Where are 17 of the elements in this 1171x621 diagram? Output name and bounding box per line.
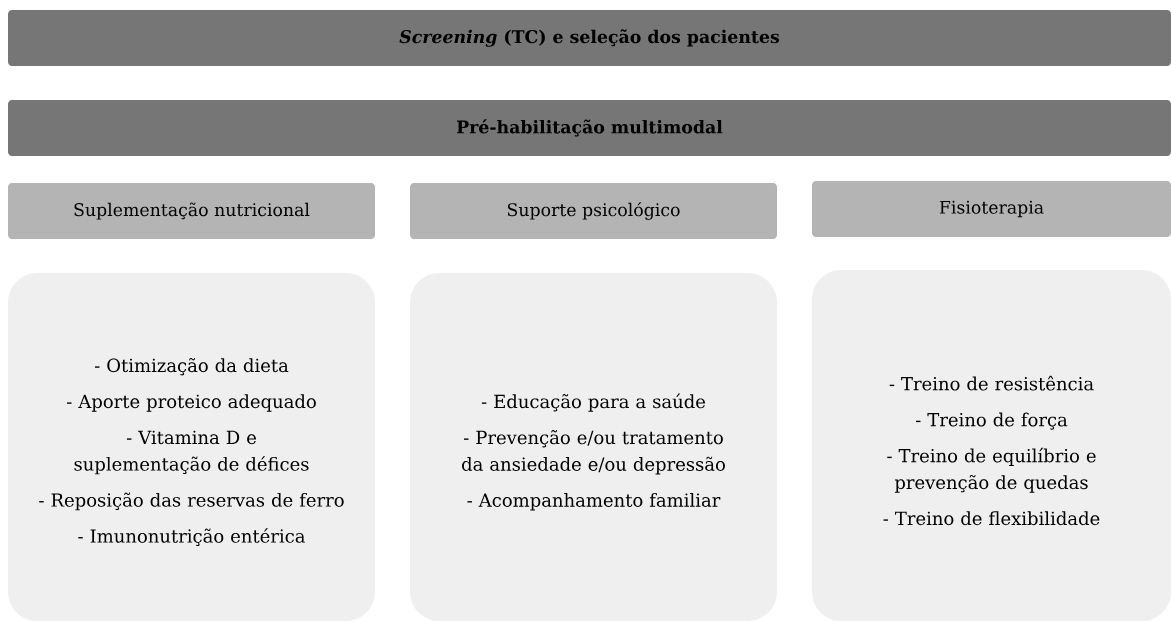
node-label: - Reposição das reservas de ferro	[39, 492, 344, 511]
category-header: Suplementação nutricional	[8, 183, 375, 239]
title-bar: Pré-habilitação multimodal	[8, 100, 1171, 156]
node-label: - Treino de flexibilidade	[883, 511, 1100, 526]
node-label: - Treino de resistência	[889, 375, 1094, 391]
node-label: - Aporte proteico adequado	[67, 394, 316, 412]
node-label: - Treino de equilíbrio e prevenção de quedas	[887, 447, 1096, 493]
title-bar: Screening (TC) e seleção dos pacientes	[8, 10, 1171, 66]
list-text: - Treino de resistência - Treino de força - Treino de equilíbrio e prevenção de quedas - Treino de flexibilidade	[883, 375, 1100, 526]
node-label: - Imunonutrição entérica	[78, 528, 305, 547]
list-text: - Otimização da dieta - Aporte proteico adequado - Vitamina D e suplementação de défices - Reposição das reservas de ferro - Imunonutrição entérica	[39, 357, 344, 547]
category-header: Fisioterapia	[812, 181, 1171, 237]
list-text: - Educação para a saúde - Prevenção e/ou tratamento da ansiedade e/ou depressão - Acompanhamento familiar	[462, 393, 725, 511]
category-header: Suporte psicológico	[410, 183, 777, 239]
node-label: - Otimização da dieta	[94, 357, 289, 376]
node-label: - Vitamina D e suplementação de défices	[74, 430, 309, 475]
node-label: - Treino de força	[915, 412, 1068, 430]
